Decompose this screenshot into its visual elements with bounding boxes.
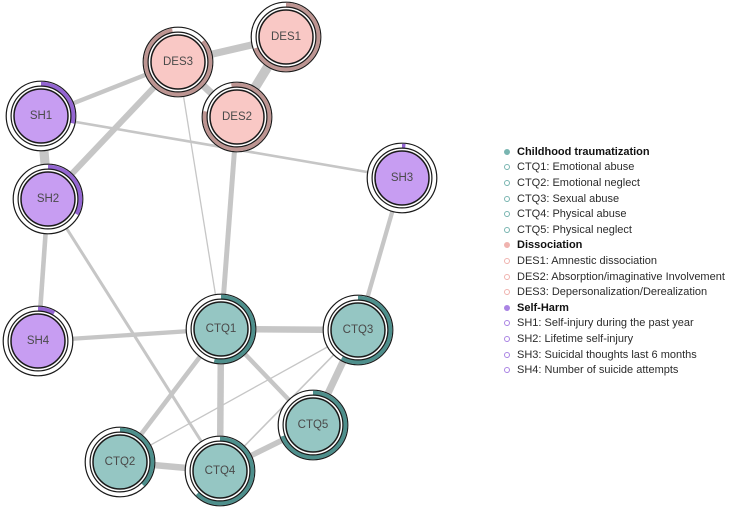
node-ctq2: CTQ2 bbox=[84, 426, 156, 498]
node-circle bbox=[10, 313, 66, 369]
legend-item-ctq2: CTQ2: Emotional neglect bbox=[504, 175, 750, 191]
node-circle bbox=[209, 89, 265, 145]
teal-item-ring-icon bbox=[504, 211, 510, 218]
purple-item-ring-icon bbox=[504, 335, 510, 342]
node-label: CTQ5 bbox=[298, 419, 329, 431]
legend-item-text: CTQ1: Emotional abuse bbox=[517, 161, 635, 174]
node-label: CTQ2 bbox=[105, 456, 136, 468]
legend-item-sh2: SH2: Lifetime self-injury bbox=[504, 331, 750, 347]
teal-item-ring-icon bbox=[504, 226, 510, 233]
legend-item-text: DES3: Depersonalization/Derealization bbox=[517, 286, 708, 299]
pink-item-ring-icon bbox=[504, 289, 510, 296]
legend-item-text: DES2: Absorption/imaginative Involvement bbox=[517, 270, 725, 283]
node-circle bbox=[330, 302, 386, 358]
node-label: CTQ4 bbox=[205, 465, 236, 477]
node-label: SH1 bbox=[30, 110, 52, 122]
legend-item-des3: DES3: Depersonalization/Derealization bbox=[504, 284, 750, 300]
node-circle bbox=[374, 150, 430, 206]
predictability-arc bbox=[253, 2, 321, 72]
node-des1: DES1 bbox=[250, 1, 322, 73]
predictability-arc bbox=[37, 306, 56, 316]
legend-header-text: Self-Harm bbox=[517, 301, 569, 314]
node-circle bbox=[13, 88, 69, 144]
legend-item-ctq5: CTQ5: Physical neglect bbox=[504, 222, 750, 238]
predictability-arc bbox=[340, 295, 393, 365]
predictability-arc bbox=[143, 28, 213, 97]
legend-header-dissociation: Dissociation bbox=[504, 238, 750, 254]
node-ctq3: CTQ3 bbox=[322, 294, 394, 366]
teal-group-dot-icon bbox=[504, 148, 510, 155]
node-circle bbox=[285, 397, 341, 453]
purple-item-ring-icon bbox=[504, 367, 510, 374]
edge-ctq2-ctq3 bbox=[119, 329, 359, 463]
legend-header-text: Childhood traumatization bbox=[517, 145, 650, 158]
legend-header-text: Dissociation bbox=[517, 239, 583, 252]
pink-item-ring-icon bbox=[504, 257, 510, 264]
legend-item-text: CTQ3: Sexual abuse bbox=[517, 192, 620, 205]
legend-item-ctq3: CTQ3: Sexual abuse bbox=[504, 191, 750, 207]
legend-item-des1: DES1: Amnestic dissociation bbox=[504, 253, 750, 269]
legend-item-sh1: SH1: Self-injury during the past year bbox=[504, 316, 750, 332]
purple-group-dot-icon bbox=[504, 304, 510, 311]
node-circle bbox=[193, 301, 249, 357]
predictability-arc bbox=[202, 82, 272, 152]
legend-item-text: SH3: Suicidal thoughts last 6 months bbox=[517, 348, 697, 361]
node-label: CTQ1 bbox=[206, 323, 237, 335]
legend-item-sh3: SH3: Suicidal thoughts last 6 months bbox=[504, 347, 750, 363]
legend-item-des2: DES2: Absorption/imaginative Involvement bbox=[504, 269, 750, 285]
node-label: DES3 bbox=[163, 56, 193, 68]
predictability-arc bbox=[213, 294, 256, 364]
edge-des3-ctq1 bbox=[177, 61, 222, 330]
legend-item-text: DES1: Amnestic dissociation bbox=[517, 254, 658, 267]
node-label: SH3 bbox=[391, 172, 413, 184]
node-circle bbox=[150, 34, 206, 90]
predictability-arc bbox=[40, 81, 76, 124]
legend-item-sh4: SH4: Number of suicide attempts bbox=[504, 362, 750, 378]
node-label: SH4 bbox=[27, 335, 50, 347]
node-sh4: SH4 bbox=[2, 305, 74, 377]
node-sh2: SH2 bbox=[12, 163, 84, 235]
node-circle bbox=[20, 171, 76, 227]
node-des2: DES2 bbox=[201, 81, 273, 153]
legend-item-text: CTQ4: Physical abuse bbox=[517, 208, 627, 221]
edge-des2-ctq1 bbox=[218, 116, 240, 330]
node-ctq1: CTQ1 bbox=[185, 293, 257, 365]
legend-header-childhood-traumatization: Childhood traumatization bbox=[504, 144, 750, 160]
teal-item-ring-icon bbox=[504, 179, 510, 186]
legend-item-text: SH4: Number of suicide attempts bbox=[517, 364, 679, 377]
legend-header-self-harm: Self-Harm bbox=[504, 300, 750, 316]
predictability-arc bbox=[280, 390, 348, 460]
purple-item-ring-icon bbox=[504, 351, 510, 358]
legend-item-ctq1: CTQ1: Emotional abuse bbox=[504, 160, 750, 176]
predictability-arc bbox=[119, 427, 155, 487]
legend-item-text: CTQ5: Physical neglect bbox=[517, 223, 632, 236]
node-circle bbox=[192, 443, 248, 499]
node-des3: DES3 bbox=[142, 26, 214, 98]
node-label: SH2 bbox=[37, 193, 59, 205]
node-label: DES2 bbox=[222, 111, 252, 123]
predictability-arc bbox=[195, 436, 255, 506]
purple-item-ring-icon bbox=[504, 320, 510, 327]
node-circle bbox=[92, 434, 148, 490]
node-label: DES1 bbox=[271, 31, 301, 43]
teal-item-ring-icon bbox=[504, 195, 510, 202]
node-circle bbox=[258, 9, 314, 65]
node-ctq4: CTQ4 bbox=[184, 435, 256, 507]
teal-item-ring-icon bbox=[504, 164, 510, 171]
node-label: CTQ3 bbox=[343, 324, 374, 336]
legend-item-text: SH1: Self-injury during the past year bbox=[517, 317, 694, 330]
predictability-arc bbox=[47, 164, 83, 216]
legend-item-text: SH2: Lifetime self-injury bbox=[517, 332, 634, 345]
pink-group-dot-icon bbox=[504, 242, 510, 249]
legend-item-ctq4: CTQ4: Physical abuse bbox=[504, 206, 750, 222]
node-sh1: SH1 bbox=[5, 80, 77, 152]
node-ctq5: CTQ5 bbox=[277, 389, 349, 461]
legend-item-text: CTQ2: Emotional neglect bbox=[517, 176, 640, 189]
node-sh3: SH3 bbox=[366, 142, 438, 214]
pink-item-ring-icon bbox=[504, 273, 510, 280]
